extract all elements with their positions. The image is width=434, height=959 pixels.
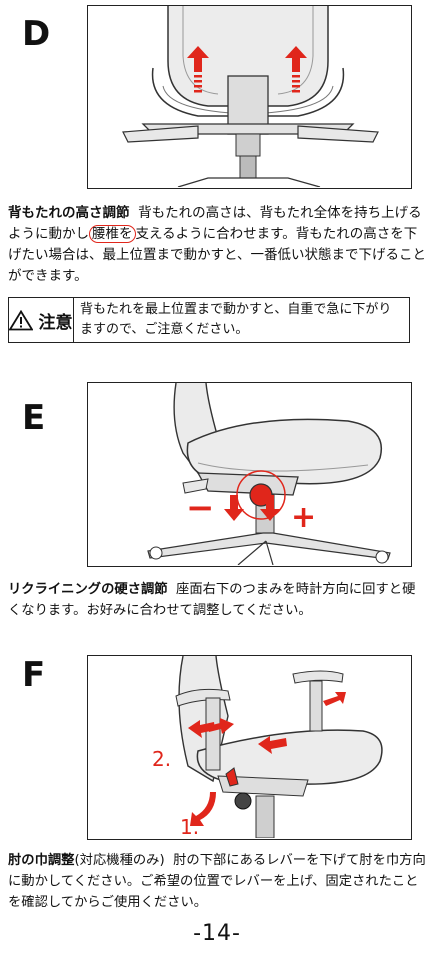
section-f-title: 肘の巾調整 bbox=[8, 853, 75, 868]
step-2-label: 2. bbox=[152, 747, 171, 771]
section-f-title-suffix: (対応機種のみ) bbox=[74, 853, 165, 868]
section-d-body-b: 支えるように合わせます。背もたれの高さを下げたい場合は、最上位置まで動かすと、一… bbox=[8, 226, 426, 284]
section-d-body-a: 背もたれの高さは、背もたれ全体を持ち上げるように動かし bbox=[8, 205, 422, 242]
caution-label: 注意 bbox=[38, 312, 73, 333]
section-d-title: 背もたれの高さ調節 bbox=[8, 205, 130, 221]
caution-header: 注意 bbox=[9, 298, 74, 342]
figure-armrest-width: 1. 2. bbox=[87, 655, 412, 840]
section-f-text: 肘の巾調整(対応機種のみ) 肘の下部にあるレバーを下げて肘を巾方向に動かしてくだ… bbox=[8, 850, 428, 913]
warning-icon bbox=[9, 309, 34, 330]
section-e-title: リクライニングの硬さ調節 bbox=[8, 582, 168, 597]
step-1-label: 1. bbox=[180, 815, 199, 838]
caution-box: 注意 背もたれを最上位置まで動かすと、自重で急に下がりますので、ご注意ください。 bbox=[8, 297, 410, 343]
section-e-text: リクライニングの硬さ調節 座面右下のつまみを時計方向に回すと硬くなります。お好み… bbox=[8, 579, 428, 621]
plus-sign: + bbox=[291, 500, 316, 535]
section-letter-d: D bbox=[22, 14, 50, 54]
section-d-text: 背もたれの高さ調節 背もたれの高さは、背もたれ全体を持ち上げるように動かし腰椎を… bbox=[8, 203, 428, 287]
figure-backrest-height bbox=[87, 5, 412, 189]
section-d-circled-term: 腰椎を bbox=[89, 225, 136, 243]
section-letter-e: E bbox=[22, 398, 45, 438]
section-e-body: 座面右下のつまみを時計方向に回すと硬くなります。お好みに合わせて調整してください… bbox=[8, 582, 416, 618]
caution-text: 背もたれを最上位置まで動かすと、自重で急に下がりますので、ご注意ください。 bbox=[79, 302, 392, 337]
page-number: -14- bbox=[193, 921, 241, 946]
section-letter-f: F bbox=[22, 655, 45, 695]
figure-recline-tension: − + bbox=[87, 382, 412, 567]
minus-sign: − bbox=[186, 488, 215, 528]
section-f-body: 肘の下部にあるレバーを下げて肘を巾方向に動かしてください。ご希望の位置でレバーを… bbox=[8, 853, 426, 910]
